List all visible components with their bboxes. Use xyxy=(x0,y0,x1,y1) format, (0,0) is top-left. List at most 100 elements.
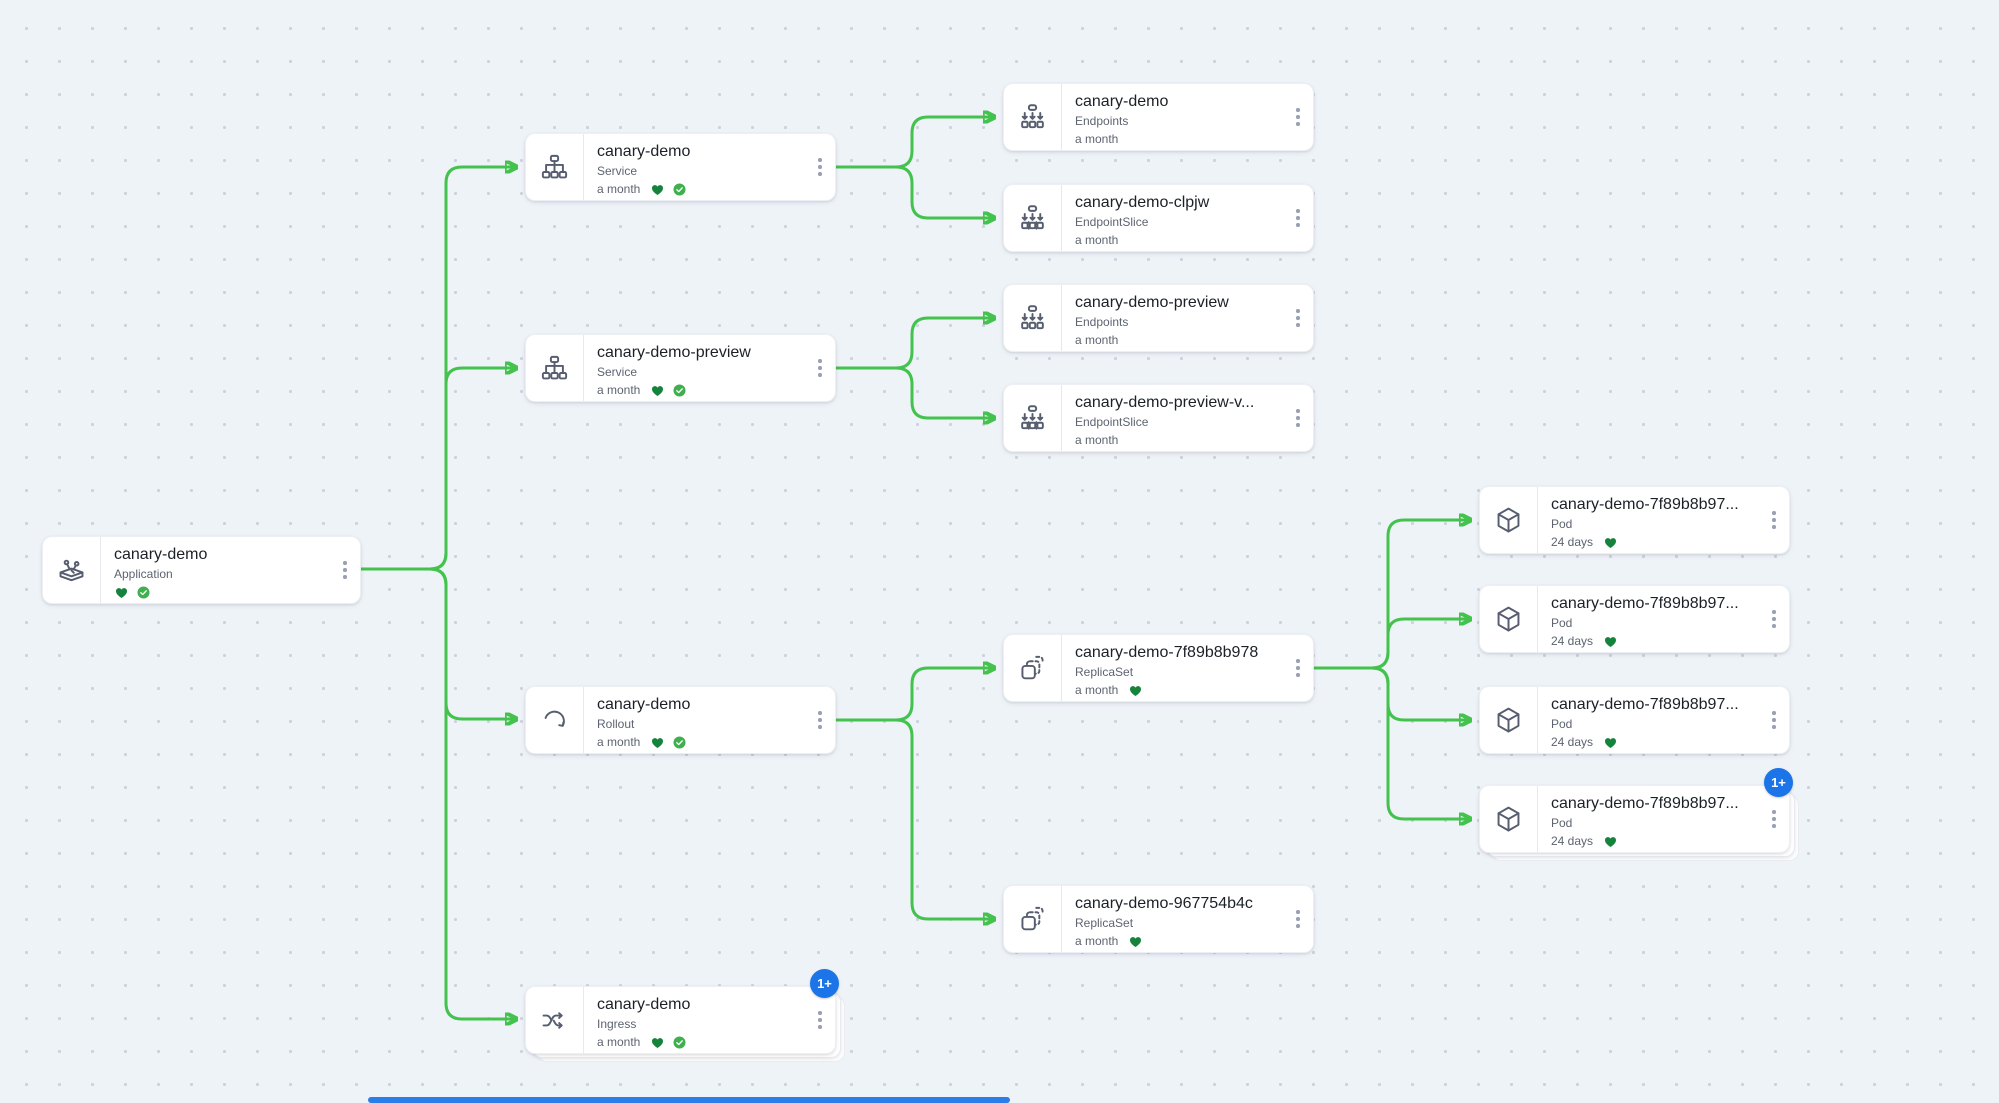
node-kind: ReplicaSet xyxy=(1075,916,1134,930)
node-menu-button[interactable] xyxy=(1283,185,1313,251)
node-title: canary-demo-7f89b8b97... xyxy=(1551,595,1739,612)
node-age: a month xyxy=(597,383,641,397)
node-age: a month xyxy=(1075,132,1119,146)
node-menu-button[interactable] xyxy=(330,537,360,603)
node-endpointslice-canary-demo-preview[interactable]: canary-demo-preview-v... EndpointSlice a… xyxy=(1003,384,1314,452)
endpoints-icon xyxy=(1004,285,1062,351)
node-menu-button[interactable] xyxy=(805,134,835,200)
node-title: canary-demo-preview-v... xyxy=(1075,394,1255,411)
node-menu-button[interactable] xyxy=(1759,786,1789,852)
node-menu-button[interactable] xyxy=(1283,285,1313,351)
synced-check-icon xyxy=(672,182,687,197)
endpoints-icon xyxy=(1004,84,1062,150)
horizontal-scrollbar[interactable] xyxy=(368,1097,1010,1103)
replicaset-icon xyxy=(1004,635,1062,701)
pod-icon xyxy=(1480,487,1538,553)
node-age: 24 days xyxy=(1551,535,1594,549)
health-heart-icon xyxy=(1603,735,1618,750)
health-heart-icon xyxy=(1603,634,1618,649)
node-menu-button[interactable] xyxy=(1759,687,1789,753)
replicaset-icon xyxy=(1004,886,1062,952)
node-endpointslice-canary-demo-clpjw[interactable]: canary-demo-clpjw EndpointSlice a month xyxy=(1003,184,1314,252)
node-kind: Service xyxy=(597,164,638,178)
node-menu-button[interactable] xyxy=(1759,487,1789,553)
node-kind: Rollout xyxy=(597,717,635,731)
node-kind: ReplicaSet xyxy=(1075,665,1134,679)
node-age: a month xyxy=(1075,934,1119,948)
service-icon xyxy=(526,335,584,401)
node-kind: EndpointSlice xyxy=(1075,415,1149,429)
synced-check-icon xyxy=(672,383,687,398)
node-kind: Ingress xyxy=(597,1017,637,1031)
node-age: a month xyxy=(597,1035,641,1049)
more-items-badge[interactable]: 1+ xyxy=(810,969,839,998)
health-heart-icon xyxy=(1128,683,1143,698)
health-heart-icon xyxy=(650,735,665,750)
health-heart-icon xyxy=(650,182,665,197)
synced-check-icon xyxy=(672,1035,687,1050)
node-pod-1[interactable]: canary-demo-7f89b8b97... Pod 24 days xyxy=(1479,486,1790,554)
service-icon xyxy=(526,134,584,200)
node-kind: Pod xyxy=(1551,517,1573,531)
node-age: 24 days xyxy=(1551,834,1594,848)
node-service-canary-demo[interactable]: canary-demo Service a month xyxy=(525,133,836,201)
node-pod-2[interactable]: canary-demo-7f89b8b97... Pod 24 days xyxy=(1479,585,1790,653)
ingress-icon xyxy=(526,987,584,1053)
endpointslice-icon xyxy=(1004,385,1062,451)
node-application-canary-demo[interactable]: canary-demo Application xyxy=(42,536,361,604)
node-title: canary-demo-preview xyxy=(597,344,751,361)
node-rollout-canary-demo[interactable]: canary-demo Rollout a month xyxy=(525,686,836,754)
node-age: a month xyxy=(1075,333,1119,347)
pod-icon xyxy=(1480,786,1538,852)
node-title: canary-demo-7f89b8b97... xyxy=(1551,696,1739,713)
node-menu-button[interactable] xyxy=(1283,635,1313,701)
node-menu-button[interactable] xyxy=(1283,385,1313,451)
node-age: a month xyxy=(1075,683,1119,697)
health-heart-icon xyxy=(114,585,129,600)
node-title: canary-demo xyxy=(597,996,691,1013)
health-heart-icon xyxy=(1128,934,1143,949)
node-menu-button[interactable] xyxy=(1759,586,1789,652)
node-menu-button[interactable] xyxy=(805,987,835,1053)
node-title: canary-demo-967754b4c xyxy=(1075,895,1253,912)
endpointslice-icon xyxy=(1004,185,1062,251)
node-kind: EndpointSlice xyxy=(1075,215,1149,229)
node-title: canary-demo xyxy=(1075,93,1169,110)
node-kind: Application xyxy=(114,567,173,581)
node-kind: Endpoints xyxy=(1075,114,1129,128)
node-pod-3[interactable]: canary-demo-7f89b8b97... Pod 24 days xyxy=(1479,686,1790,754)
node-title: canary-demo xyxy=(597,143,691,160)
node-service-canary-demo-preview[interactable]: canary-demo-preview Service a month xyxy=(525,334,836,402)
pod-icon xyxy=(1480,687,1538,753)
node-ingress-canary-demo[interactable]: canary-demo Ingress a month 1+ xyxy=(525,969,845,1062)
health-heart-icon xyxy=(1603,834,1618,849)
node-kind: Pod xyxy=(1551,616,1573,630)
node-kind: Pod xyxy=(1551,816,1573,830)
node-age: a month xyxy=(597,182,641,196)
node-endpoints-canary-demo-preview[interactable]: canary-demo-preview Endpoints a month xyxy=(1003,284,1314,352)
node-title: canary-demo-clpjw xyxy=(1075,194,1210,211)
node-kind: Endpoints xyxy=(1075,315,1129,329)
node-age: 24 days xyxy=(1551,634,1594,648)
node-age: a month xyxy=(1075,233,1119,247)
node-menu-button[interactable] xyxy=(1283,886,1313,952)
node-age: 24 days xyxy=(1551,735,1594,749)
node-replicaset-canary-demo-967754b4c[interactable]: canary-demo-967754b4c ReplicaSet a month xyxy=(1003,885,1314,953)
health-heart-icon xyxy=(650,383,665,398)
pod-icon xyxy=(1480,586,1538,652)
node-menu-button[interactable] xyxy=(1283,84,1313,150)
more-items-badge[interactable]: 1+ xyxy=(1764,768,1793,797)
node-replicaset-canary-demo-7f89b8b978[interactable]: canary-demo-7f89b8b978 ReplicaSet a mont… xyxy=(1003,634,1314,702)
node-pod-4[interactable]: canary-demo-7f89b8b97... Pod 24 days 1+ xyxy=(1479,768,1799,861)
synced-check-icon xyxy=(672,735,687,750)
node-title: canary-demo-7f89b8b97... xyxy=(1551,795,1739,812)
node-kind: Service xyxy=(597,365,638,379)
health-heart-icon xyxy=(650,1035,665,1050)
node-age: a month xyxy=(597,735,641,749)
node-menu-button[interactable] xyxy=(805,335,835,401)
node-endpoints-canary-demo[interactable]: canary-demo Endpoints a month xyxy=(1003,83,1314,151)
health-heart-icon xyxy=(1603,535,1618,550)
node-menu-button[interactable] xyxy=(805,687,835,753)
node-kind: Pod xyxy=(1551,717,1573,731)
